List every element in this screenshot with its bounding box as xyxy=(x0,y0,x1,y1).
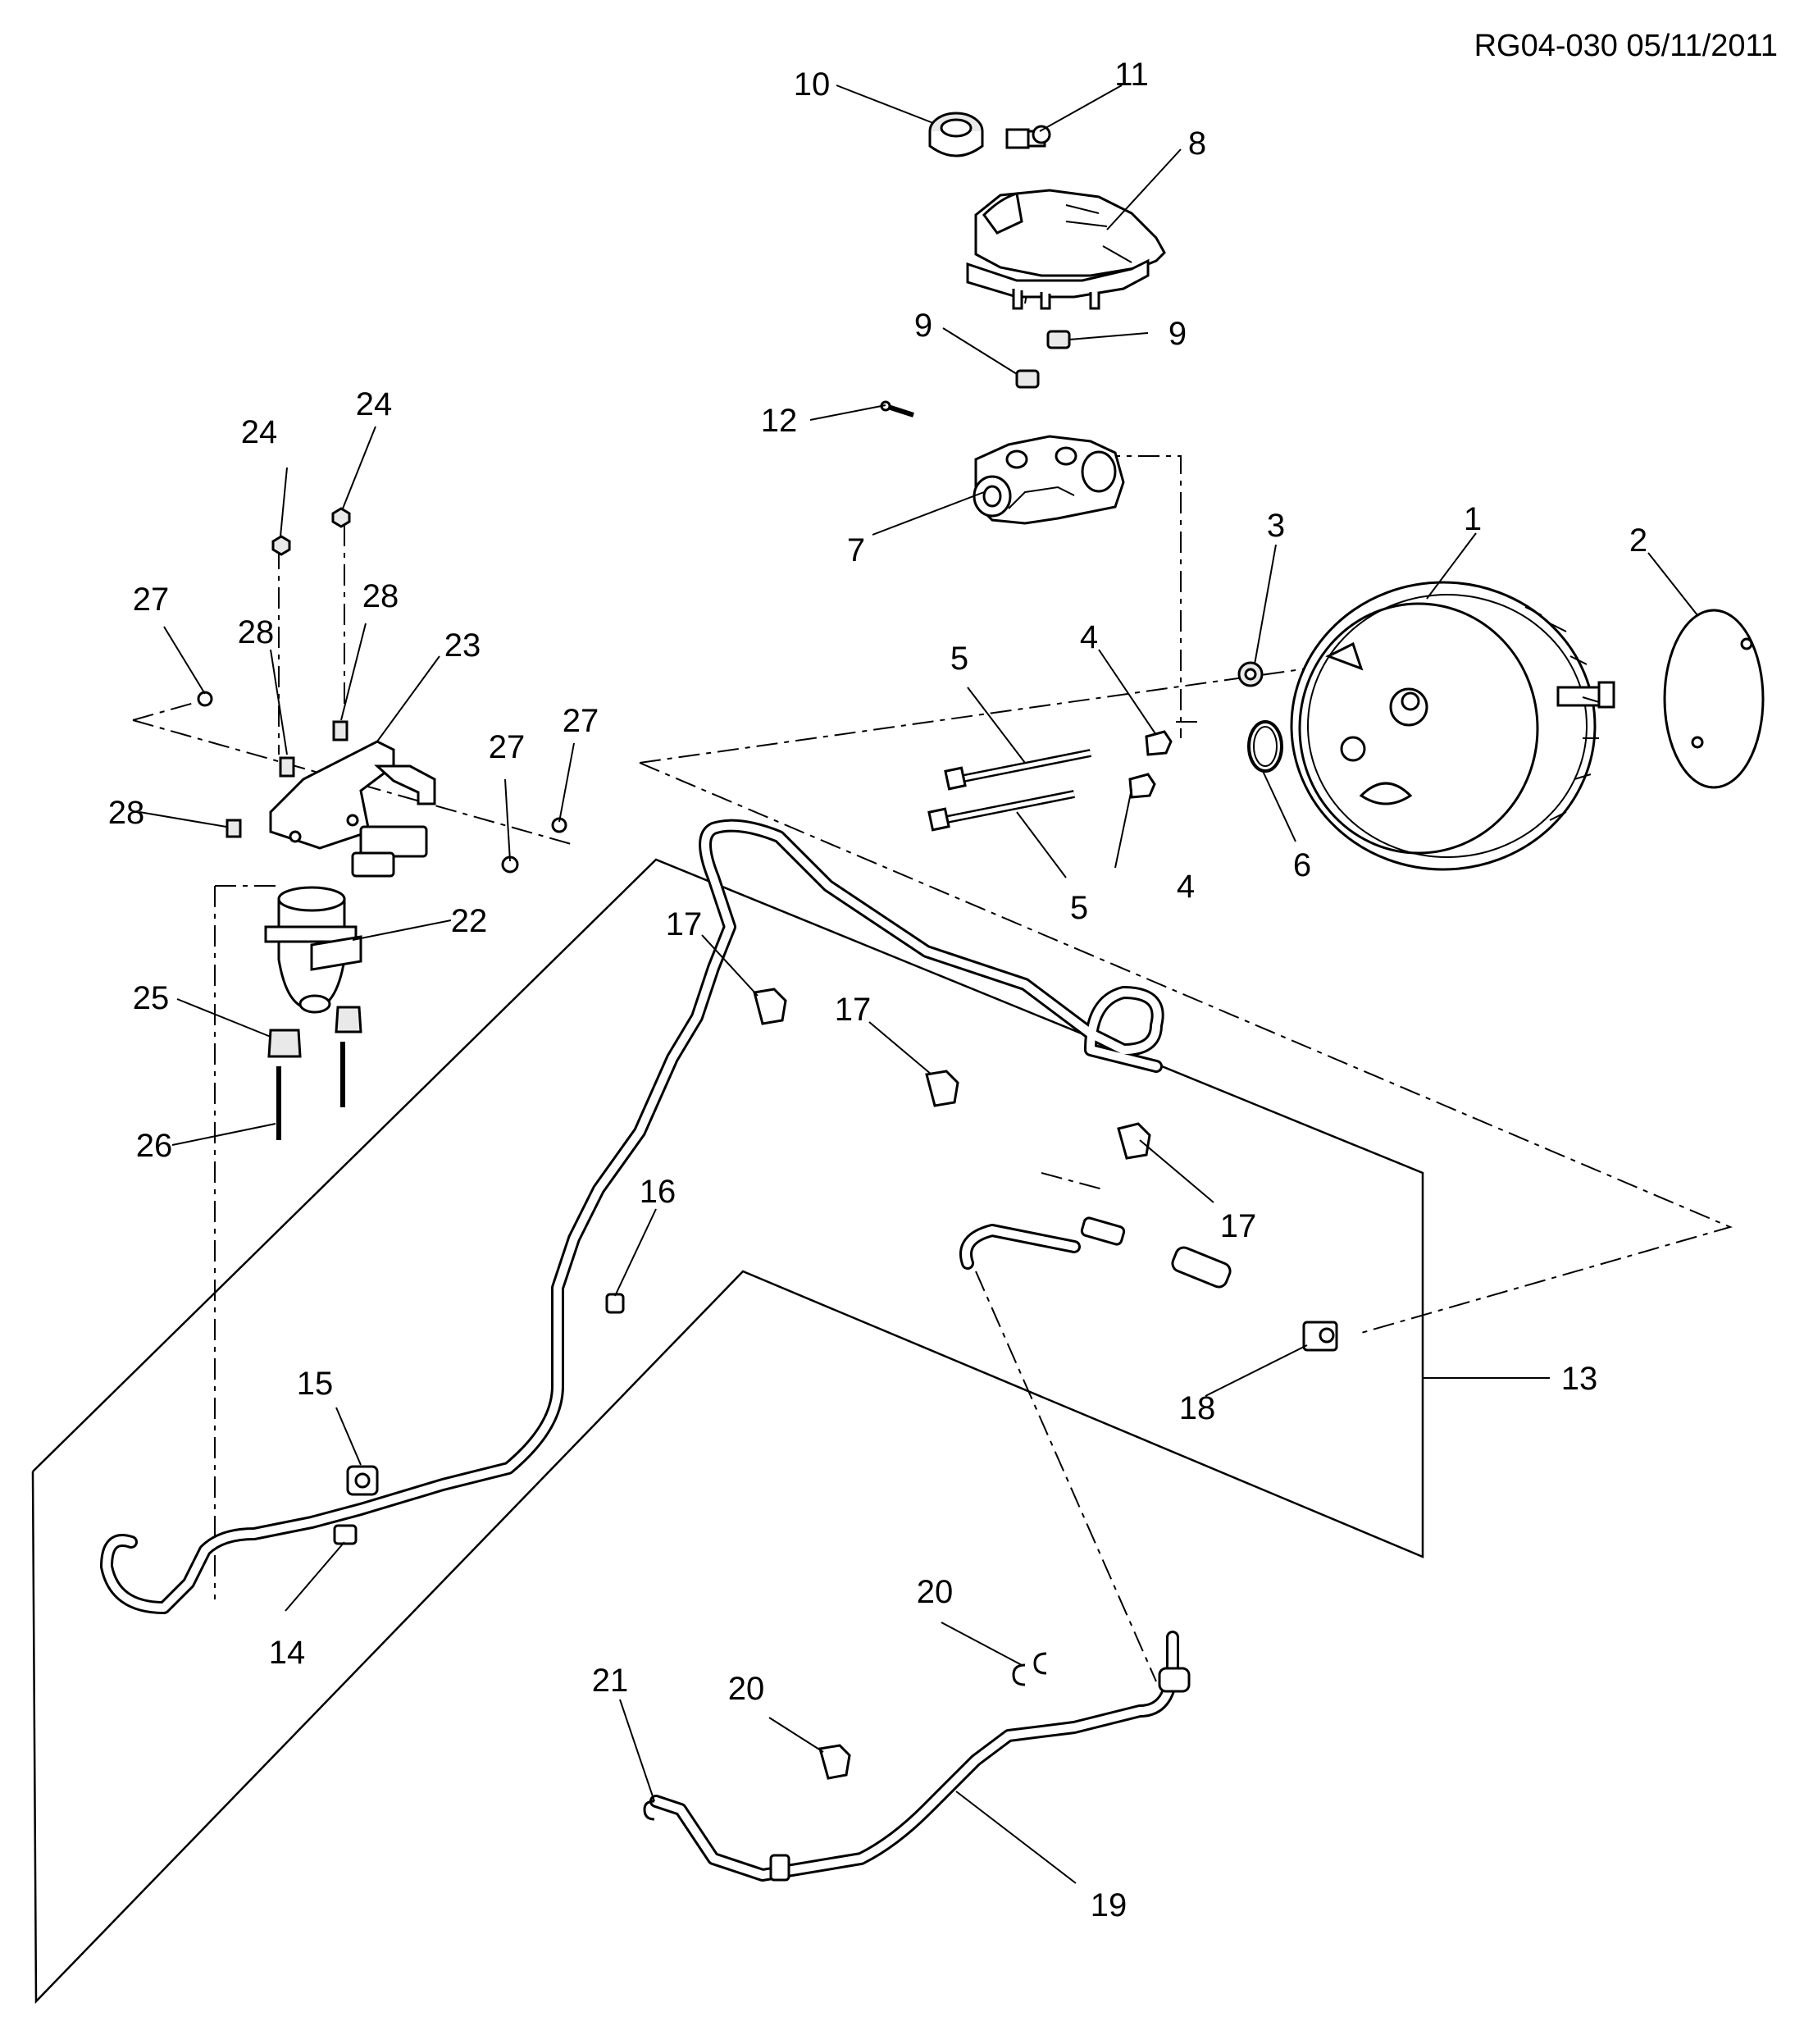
reservoir-grommets xyxy=(1015,330,1071,389)
callout-4-lower: 4 xyxy=(1177,869,1195,905)
vacuum-pump xyxy=(264,886,362,1014)
callout-2: 2 xyxy=(1629,522,1647,559)
diagram-reference: RG04-030 05/11/2011 xyxy=(1474,29,1778,63)
callout-27-left: 27 xyxy=(133,582,170,618)
reservoir-cap xyxy=(928,112,984,157)
callout-21: 21 xyxy=(592,1663,629,1699)
fluid-level-sensor xyxy=(1005,125,1051,149)
callout-17-b: 17 xyxy=(835,992,872,1028)
callout-26: 26 xyxy=(136,1128,173,1164)
callout-8: 8 xyxy=(1188,125,1206,162)
callout-3: 3 xyxy=(1267,508,1285,544)
booster-seal xyxy=(1237,661,1264,687)
brake-booster xyxy=(1290,581,1615,871)
callout-5-upper: 5 xyxy=(950,641,968,677)
retaining-pin xyxy=(880,400,914,417)
callout-25: 25 xyxy=(133,980,170,1016)
callout-24-left: 24 xyxy=(241,414,278,450)
callout-24-right: 24 xyxy=(356,386,393,422)
callout-labels: 1 2 3 4 4 5 5 6 7 8 9 9 10 11 12 13 14 1… xyxy=(108,57,1647,1923)
lower-hose xyxy=(643,1631,1191,1882)
o-ring xyxy=(1247,720,1283,773)
callout-5-lower: 5 xyxy=(1070,890,1088,926)
callout-28-upper-left: 28 xyxy=(238,614,275,650)
callout-13: 13 xyxy=(1561,1361,1598,1397)
fasteners xyxy=(197,507,567,1140)
callout-27-middle: 27 xyxy=(489,729,526,765)
brake-fluid-reservoir xyxy=(966,189,1166,310)
callout-15: 15 xyxy=(297,1366,334,1402)
callout-17-c: 17 xyxy=(1220,1208,1257,1244)
callout-18: 18 xyxy=(1179,1390,1216,1426)
callout-9-right: 9 xyxy=(1168,316,1187,352)
callout-20-left: 20 xyxy=(728,1671,765,1707)
callout-12: 12 xyxy=(761,403,798,439)
master-cylinder xyxy=(973,435,1125,525)
callout-9-left: 9 xyxy=(914,308,932,344)
booster-gasket xyxy=(1663,609,1765,789)
callout-19: 19 xyxy=(1091,1887,1128,1923)
callout-7: 7 xyxy=(847,532,865,568)
vacuum-line xyxy=(100,819,1164,1614)
callout-1: 1 xyxy=(1464,501,1482,537)
line-assembly-frame xyxy=(31,858,1550,2005)
leader-lines xyxy=(139,84,1698,1884)
callout-11: 11 xyxy=(1114,57,1149,93)
callout-17-a: 17 xyxy=(666,906,703,942)
callout-4-upper: 4 xyxy=(1080,619,1098,655)
line-fittings xyxy=(333,988,1338,1545)
callout-23: 23 xyxy=(444,627,481,664)
callout-27-right: 27 xyxy=(563,703,599,739)
studs-5 xyxy=(927,749,1091,832)
callout-6: 6 xyxy=(1293,847,1311,883)
callout-14: 14 xyxy=(269,1635,306,1671)
callout-28-lower: 28 xyxy=(108,795,145,831)
callout-20-right: 20 xyxy=(917,1574,954,1610)
callout-28-upper-right: 28 xyxy=(362,578,399,614)
callout-10: 10 xyxy=(794,66,831,103)
vacuum-pump-bracket xyxy=(269,740,436,878)
clips-4 xyxy=(1128,730,1173,799)
callout-16: 16 xyxy=(640,1174,676,1210)
callout-22: 22 xyxy=(451,903,488,939)
